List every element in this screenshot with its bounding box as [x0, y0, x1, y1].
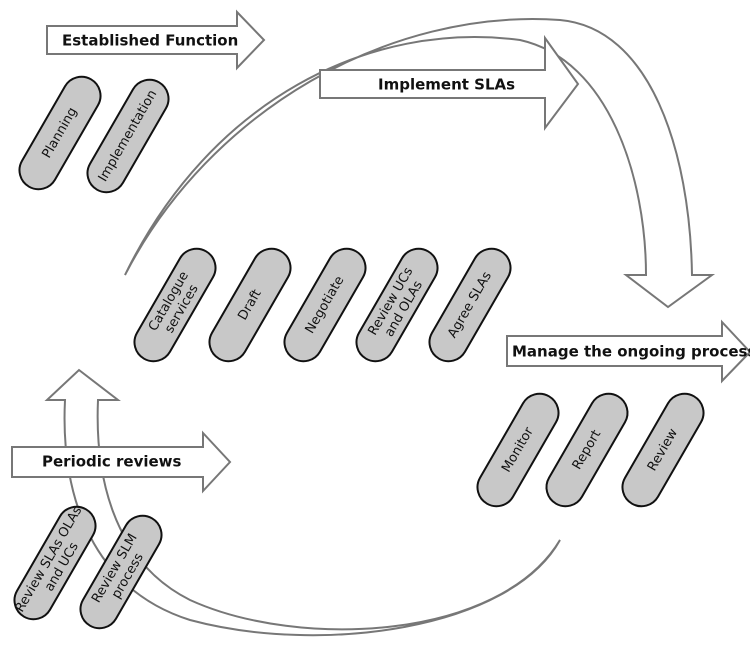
stage-review: Review — [621, 392, 705, 508]
established-function-label: Established Function — [62, 32, 238, 50]
stage-monitor: Monitor — [476, 392, 560, 508]
implement-slas-label: Implement SLAs — [378, 76, 515, 94]
curved-arrow-review-loop — [44, 368, 561, 637]
curved-arrow-establish-to-manage — [124, 18, 716, 309]
stage-review-ucs-olas: Review UCs and OLAs — [355, 247, 439, 363]
periodic-reviews-arrow — [11, 430, 232, 494]
periodic-reviews-label: Periodic reviews — [42, 453, 182, 471]
stage-catalogue-services: Catalogue services — [133, 247, 217, 363]
implement-slas-arrow — [319, 34, 580, 131]
manage-ongoing-process-arrow — [506, 319, 750, 384]
manage-ongoing-process-label: Manage the ongoing process — [512, 343, 750, 361]
stage-draft: Draft — [208, 247, 292, 363]
stage-report: Report — [545, 392, 629, 508]
established-function-arrow — [46, 9, 266, 71]
